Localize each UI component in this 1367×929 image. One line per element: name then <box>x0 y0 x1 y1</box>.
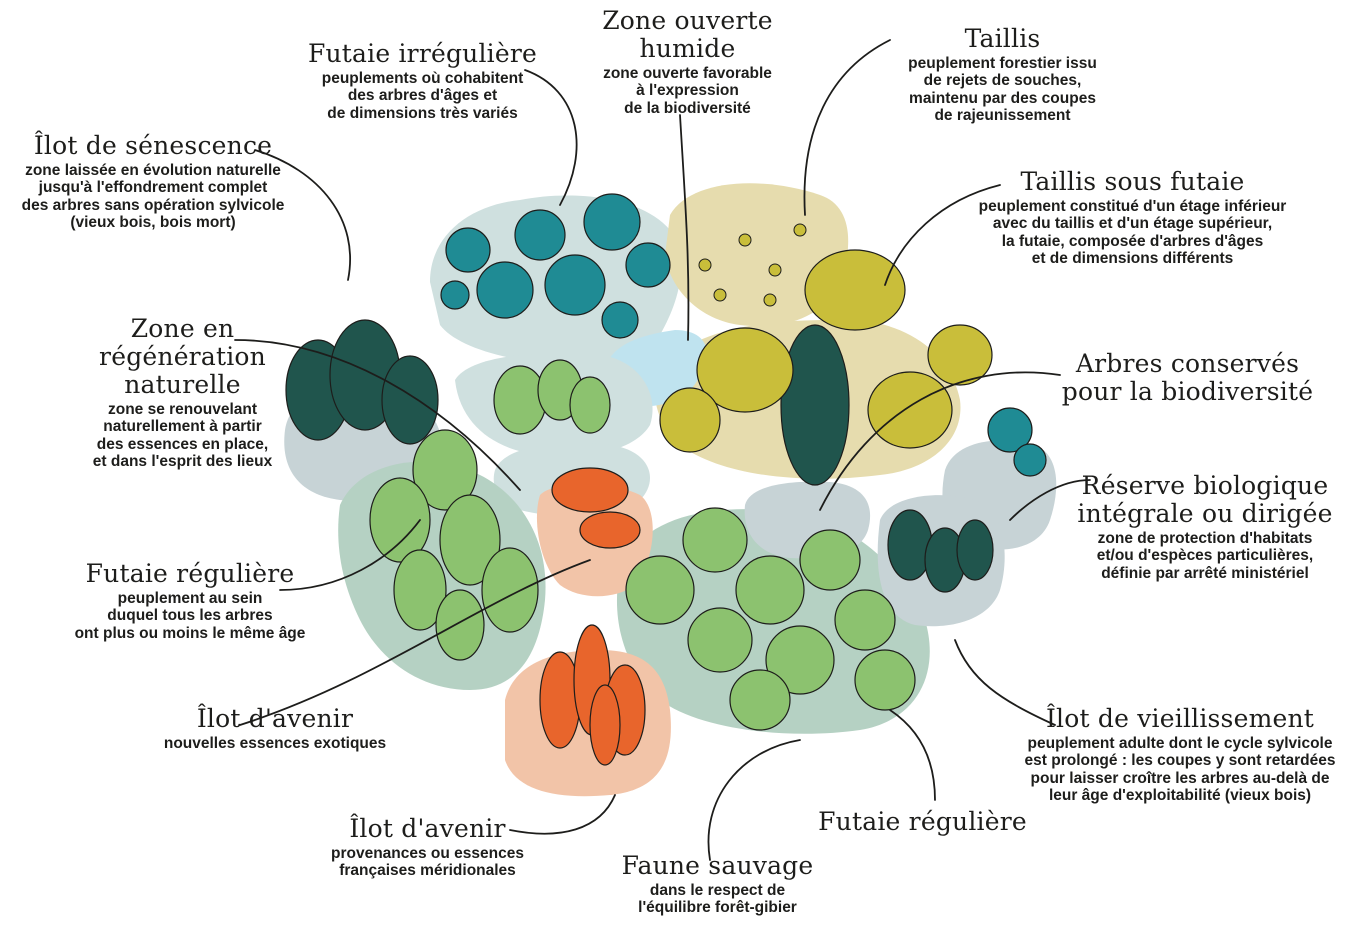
arrow-futaie-irreguliere <box>524 69 578 206</box>
label-description: peuplements où cohabitent des arbres d'â… <box>321 70 524 122</box>
label-description: zone ouverte favorable à l'expression de… <box>603 65 772 117</box>
arrow-senescence <box>254 149 351 281</box>
label-title: Îlot de vieillissement <box>1045 704 1315 733</box>
label-title: Îlot d'avenir <box>196 704 354 733</box>
arrow-ilot-avenir-2 <box>509 794 616 835</box>
label-futaie-irreguliere: Futaie irrégulière peuplements où cohabi… <box>305 40 540 122</box>
arrow-reserve <box>1009 479 1091 521</box>
label-title: Îlot d'avenir <box>349 814 506 843</box>
label-title: Réserve biologique intégrale ou dirigée <box>1077 471 1333 528</box>
label-description: peuplement constitué d'un étage inférieu… <box>978 198 1287 268</box>
olive-trees <box>659 249 993 453</box>
arrow-regeneration <box>234 339 521 491</box>
label-description: zone laissée en évolution naturelle jusq… <box>21 162 285 232</box>
label-title: Faune sauvage <box>621 851 814 880</box>
label-ilot-senescence: Îlot de sénescence zone laissée en évolu… <box>8 131 298 232</box>
taillis-shrubs <box>698 223 807 307</box>
label-description: provenances ou essences françaises mérid… <box>331 845 524 880</box>
label-description: zone se renouvelant naturellement à part… <box>92 401 273 471</box>
label-description: peuplement au sein duquel tous les arbre… <box>74 590 306 642</box>
label-ilot-avenir-exotique: Îlot d'avenir nouvelles essences exotiqu… <box>140 704 410 753</box>
label-title: Futaie irrégulière <box>307 39 538 68</box>
label-title: Futaie régulière <box>818 807 1027 836</box>
label-zone-ouverte-humide: Zone ouverte humide zone ouverte favorab… <box>555 7 820 117</box>
arrow-zone-ouverte <box>679 114 690 341</box>
label-description: nouvelles essences exotiques <box>163 735 387 752</box>
label-ilot-vieillissement: Îlot de vieillissement peuplement adulte… <box>1000 704 1360 805</box>
label-futaie-reguliere-right: Futaie régulière <box>815 808 1030 836</box>
arrow-vieillissement <box>954 639 1056 726</box>
label-description: peuplement forestier issu de rejets de s… <box>908 55 1097 125</box>
arrow-arbres-conserves <box>819 371 1061 511</box>
label-arbres-conserves: Arbres conservés pour la biodiversité <box>1060 350 1315 406</box>
zone-taillis <box>665 183 849 327</box>
label-title: Taillis <box>964 24 1041 53</box>
label-taillis: Taillis peuplement forestier issu de rej… <box>880 24 1125 125</box>
label-description: peuplement adulte dont le cycle sylvicol… <box>1024 735 1336 805</box>
dark-green-trees <box>285 319 994 593</box>
arrow-futaie-reguliere-left <box>279 519 421 591</box>
arrow-taillis <box>803 39 891 216</box>
label-title: Zone ouverte humide <box>602 6 773 63</box>
orange-trees <box>539 467 646 766</box>
arrow-futaie-reguliere-right <box>889 709 936 801</box>
label-description: dans le respect de l'équilibre forêt-gib… <box>638 882 797 917</box>
arrow-taillis-sous-futaie <box>884 184 1001 286</box>
label-ilot-avenir-meridionale: Îlot d'avenir provenances ou essences fr… <box>310 815 545 880</box>
light-green-trees <box>369 359 916 731</box>
teal-trees <box>440 193 1047 477</box>
label-title: Futaie régulière <box>85 559 295 588</box>
arrow-ilot-avenir-1 <box>239 559 591 726</box>
label-title: Zone en régénération naturelle <box>99 314 266 399</box>
label-faune-sauvage: Faune sauvage dans le respect de l'équil… <box>605 852 830 917</box>
label-title: Taillis sous futaie <box>1020 167 1245 196</box>
label-title: Îlot de sénescence <box>33 131 273 160</box>
label-zone-regeneration: Zone en régénération naturelle zone se r… <box>60 314 305 471</box>
label-taillis-sous-futaie: Taillis sous futaie peuplement constitué… <box>960 167 1305 268</box>
label-title: Arbres conservés pour la biodiversité <box>1061 349 1314 406</box>
label-reserve-biologique: Réserve biologique intégrale ou dirigée … <box>1075 472 1335 582</box>
label-futaie-reguliere-left: Futaie régulière peuplement au sein duqu… <box>50 560 330 642</box>
label-description: zone de protection d'habitats et/ou d'es… <box>1096 530 1314 582</box>
arrow-faune-sauvage <box>707 739 801 861</box>
